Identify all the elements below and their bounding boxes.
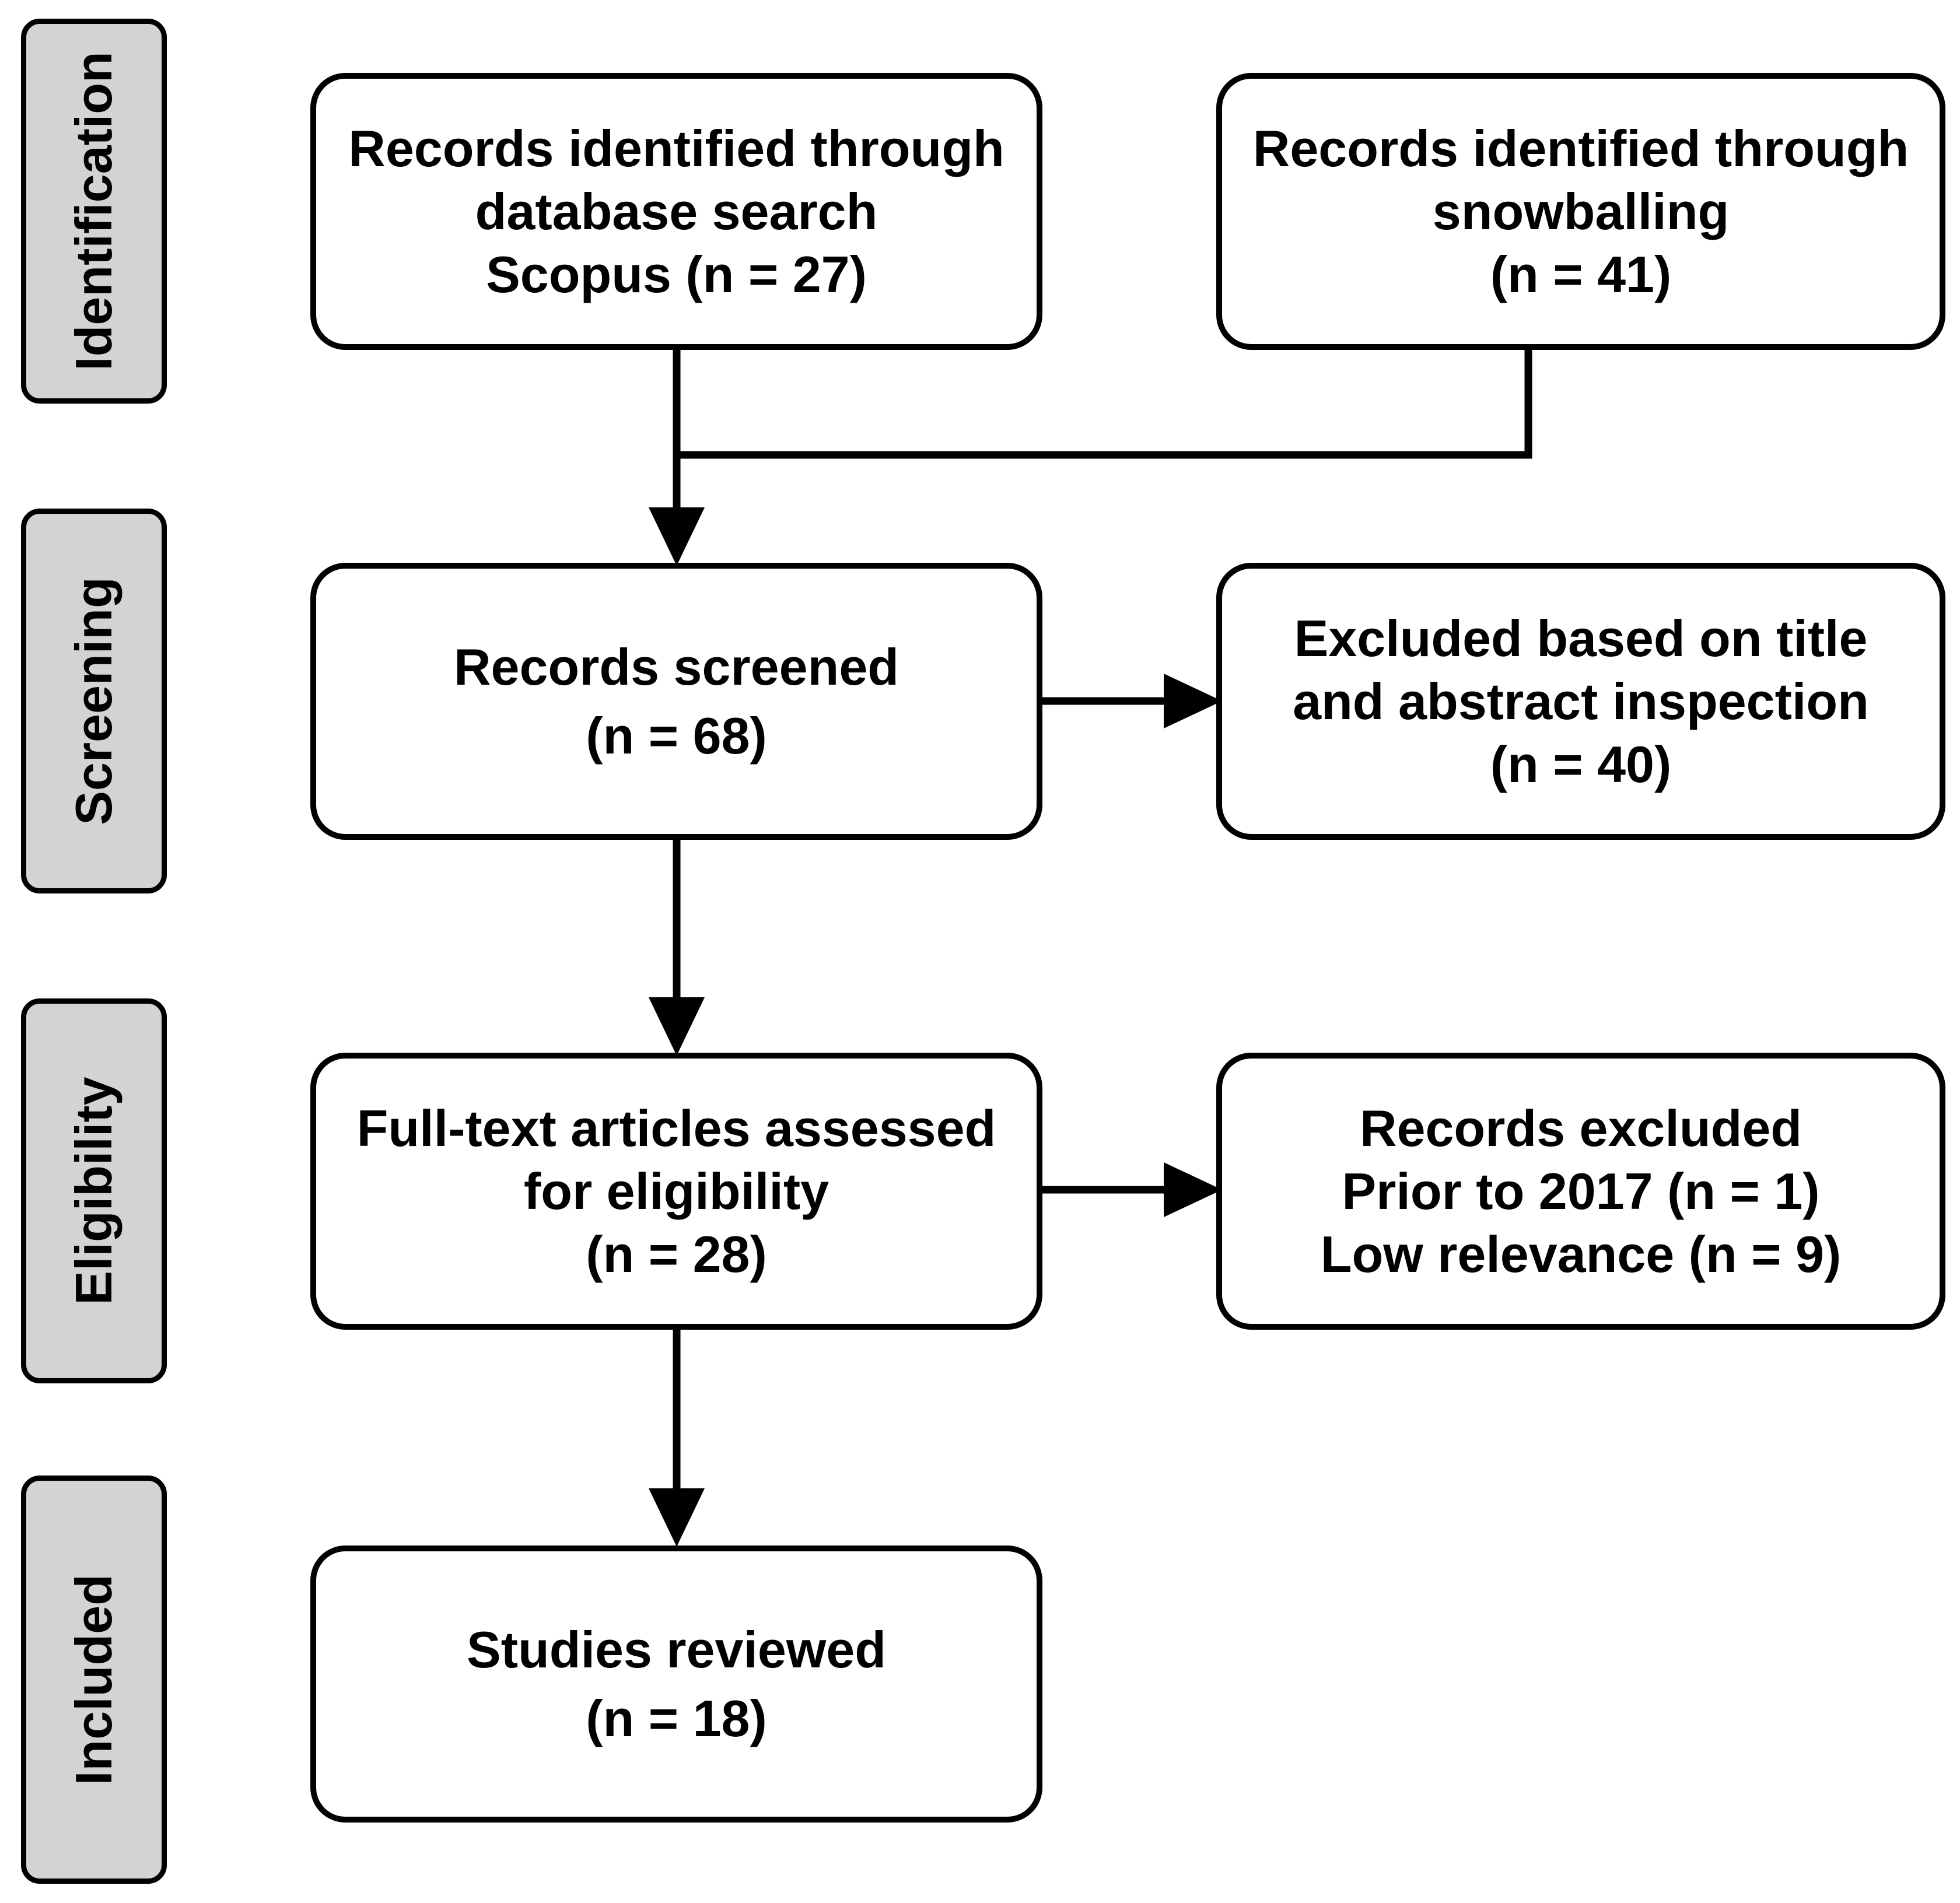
stage-identification: Identification (21, 19, 167, 404)
box-snowballing-line-2: snowballing (1432, 182, 1730, 240)
connector-snowballing-merge (677, 350, 1532, 459)
box-studies-reviewed-count: (n = 18) (586, 1689, 767, 1747)
stage-eligibility: Eligibility (21, 998, 167, 1383)
arrowhead-to-screened (649, 507, 705, 566)
box-excluded-title-abstract-line-2: and abstract inspection (1293, 672, 1869, 730)
box-full-text-assessed: Full-text articles assessed for eligibil… (310, 1053, 1042, 1330)
box-studies-reviewed-line-1: Studies reviewed (467, 1620, 886, 1678)
stage-eligibility-label: Eligibility (65, 1077, 123, 1305)
box-snowballing-count: (n = 41) (1490, 245, 1672, 303)
box-records-screened: Records screened (n = 68) (310, 563, 1042, 840)
stage-screening-label: Screening (65, 577, 123, 825)
stage-screening: Screening (21, 509, 167, 893)
box-database-search-line-2: database search (475, 182, 878, 240)
box-snowballing: Records identified through snowballing (… (1216, 73, 1945, 350)
box-records-excluded: Records excluded Prior to 2017 (n = 1) L… (1216, 1053, 1945, 1330)
box-database-search-line-1: Records identified through (348, 119, 1005, 177)
stage-included-label: Included (65, 1574, 123, 1785)
arrowhead-to-records-excluded (1164, 1162, 1222, 1217)
box-records-screened-count: (n = 68) (586, 706, 767, 765)
box-records-excluded-line-1: Records excluded (1359, 1099, 1803, 1157)
arrowhead-to-studies (649, 1488, 705, 1547)
box-records-excluded-count: Low relevance (n = 9) (1320, 1225, 1842, 1283)
box-excluded-title-abstract-count: (n = 40) (1490, 735, 1672, 793)
box-excluded-title-abstract: Excluded based on title and abstract ins… (1216, 563, 1945, 840)
box-excluded-title-abstract-line-1: Excluded based on title (1294, 609, 1868, 667)
stage-identification-label: Identification (65, 51, 123, 371)
box-full-text-assessed-count: (n = 28) (586, 1225, 767, 1283)
arrowhead-to-fulltext (649, 997, 705, 1056)
box-studies-reviewed: Studies reviewed (n = 18) (310, 1545, 1042, 1823)
stage-included: Included (21, 1476, 167, 1884)
arrowhead-to-excluded-title (1164, 674, 1222, 728)
box-records-screened-line-1: Records screened (453, 637, 900, 696)
box-database-search-count: Scopus (n = 27) (486, 245, 867, 303)
box-snowballing-line-1: Records identified through (1252, 119, 1909, 177)
box-full-text-assessed-line-2: for eligibility (523, 1162, 830, 1220)
box-database-search: Records identified through database sear… (310, 73, 1042, 350)
box-full-text-assessed-line-1: Full-text articles assessed (356, 1099, 996, 1157)
box-records-excluded-line-2: Prior to 2017 (n = 1) (1342, 1162, 1820, 1220)
